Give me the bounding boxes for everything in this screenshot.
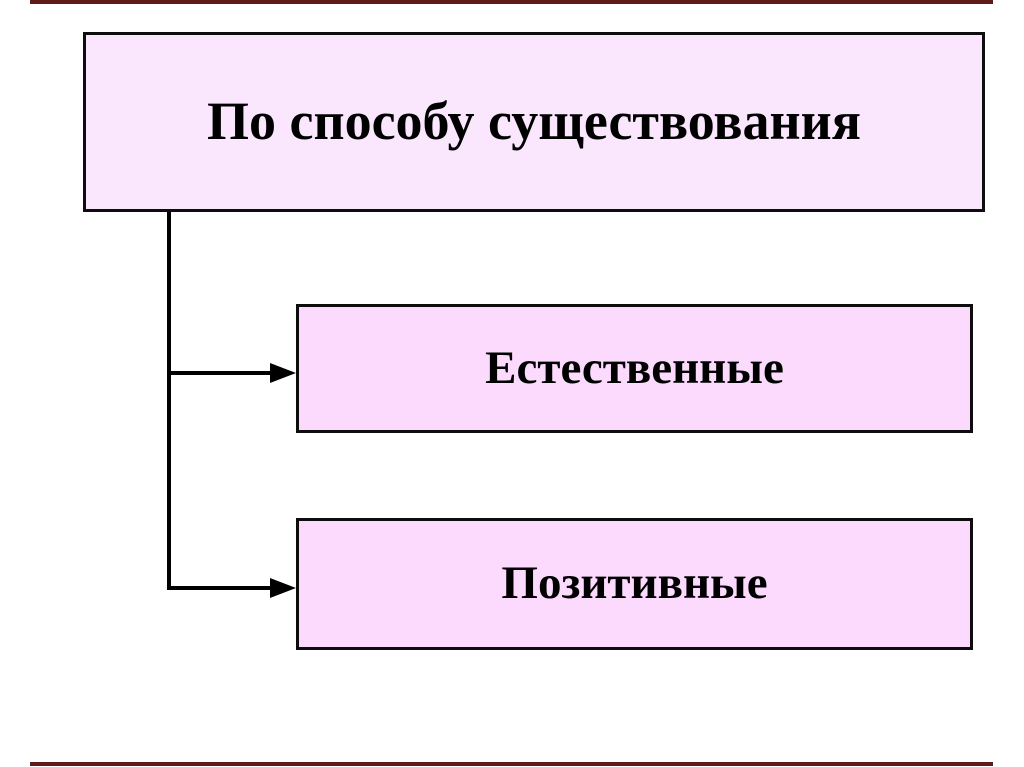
arrow-right-icon [270,363,296,383]
node-natural-label: Естественные [485,341,784,394]
node-root: По способу существования [83,32,985,212]
connector-line-positive [167,586,273,590]
connector-line-natural [167,371,273,375]
node-root-label: По способу существования [206,91,861,152]
top-frame-bar [30,0,993,4]
node-natural: Естественные [296,304,973,433]
bottom-frame-bar [30,762,993,766]
connector-trunk-line [167,212,171,590]
arrow-right-icon [270,578,296,598]
node-positive: Позитивные [296,518,973,650]
node-positive-label: Позитивные [501,557,768,610]
